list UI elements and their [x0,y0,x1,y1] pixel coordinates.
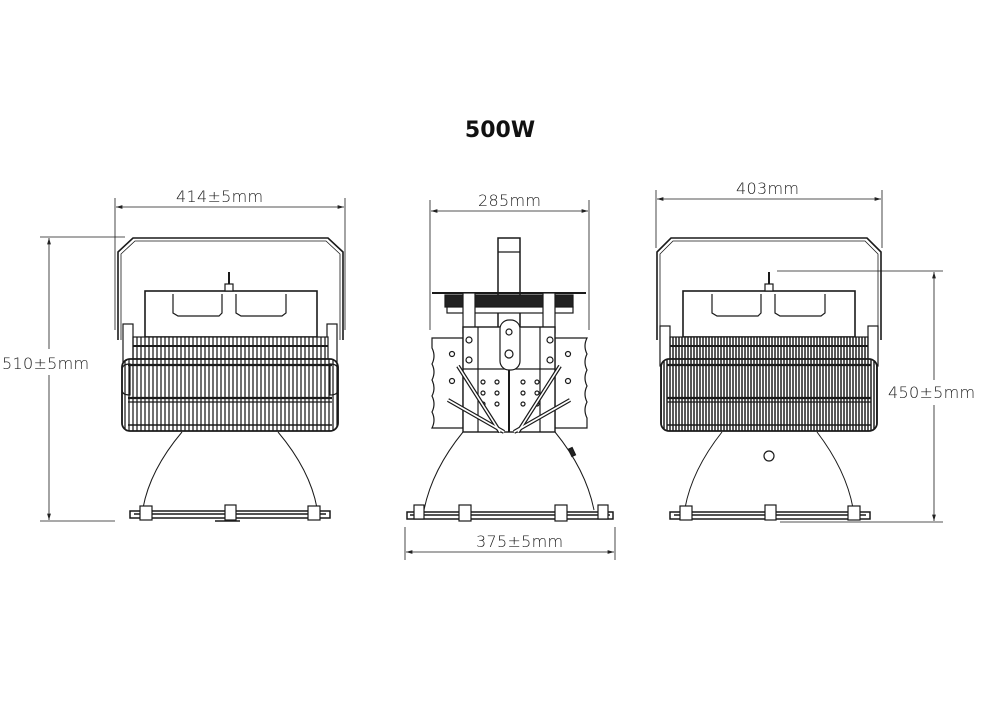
front-width-label: 414±5mm [176,187,263,206]
front-height-label: 510±5mm [2,354,89,373]
rear-width-label: 403mm [736,179,799,198]
side-base-label: 375±5mm [476,532,563,551]
rear-view [655,190,943,523]
rear-height-label: 450±5mm [888,383,975,402]
side-view [404,200,616,560]
side-width-label: 285mm [478,191,541,210]
front-view [40,198,346,522]
diagram-title: 500W [464,118,536,143]
